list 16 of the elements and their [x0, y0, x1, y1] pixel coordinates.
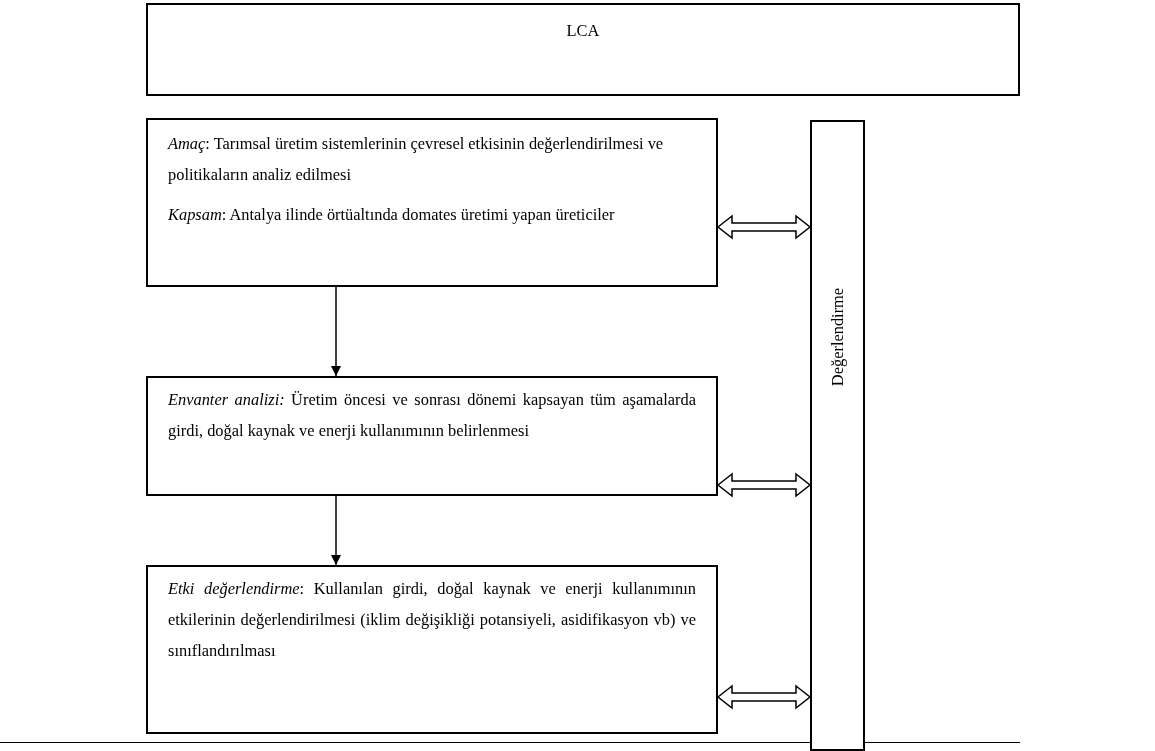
box-text: Kapsam: Antalya ilinde örtüaltında domates üretimi yapan üreticiler — [168, 204, 616, 226]
process-box — [146, 3, 1020, 96]
box-label: Değerlendirme — [827, 287, 848, 387]
double-arrow — [716, 214, 812, 240]
side-bar-box — [810, 120, 865, 751]
double-arrow — [716, 472, 812, 498]
arrow — [331, 286, 341, 377]
process-box — [146, 565, 718, 734]
process-box — [146, 376, 718, 496]
box-title: LCA — [565, 20, 601, 42]
double-arrow — [716, 684, 812, 710]
arrow — [331, 495, 341, 566]
box-text: Amaç: Tarımsal üretim sistemlerinin çevresel etkisinin değerlendirilmesi ve politikaların analiz edilmesi — [168, 133, 665, 186]
box-text: Envanter analizi: Üretim öncesi ve sonrası dönemi kapsayan tüm aşamalarda girdi, doğal kaynak ve enerji kullanımının belirlenmesi — [168, 389, 696, 442]
process-box — [146, 118, 718, 287]
box-text: Etki değerlendirme: Kullanılan girdi, doğal kaynak ve enerji kullanımının etkilerinin değerlendirilmesi (iklim değişikliği potansiyeli, asidifikasyon vb) ve sınıflandırılması — [168, 578, 696, 662]
